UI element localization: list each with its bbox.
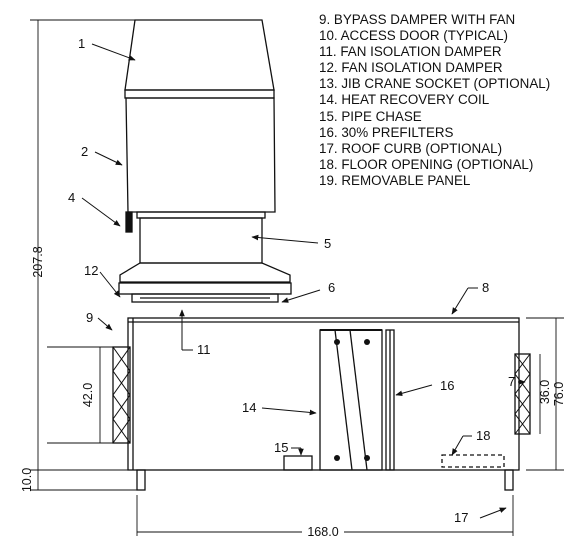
side-bracket bbox=[125, 211, 133, 233]
damper-frame bbox=[118, 282, 292, 295]
callout-17: 17 bbox=[454, 510, 468, 525]
legend-number: 16. bbox=[319, 124, 338, 140]
legend-text: HEAT RECOVERY COIL bbox=[341, 92, 490, 108]
callout-4: 4 bbox=[68, 190, 75, 205]
dim-curb-height: 10.0 bbox=[20, 468, 34, 492]
legend-number: 10. bbox=[319, 28, 338, 44]
callout-9: 9 bbox=[86, 310, 93, 325]
callout-18: 18 bbox=[476, 428, 490, 443]
legend-text: ACCESS DOOR (TYPICAL) bbox=[340, 28, 509, 44]
legend-number: 14. bbox=[319, 92, 338, 108]
stack-collar bbox=[124, 89, 275, 99]
legend-item: 11. FAN ISOLATION DAMPER bbox=[319, 44, 564, 60]
plenum-hood bbox=[119, 262, 291, 283]
left-leg bbox=[136, 469, 146, 491]
heat-recovery-coil bbox=[319, 329, 383, 471]
legend-number: 17. bbox=[319, 140, 338, 156]
legend-text: JIB CRANE SOCKET (OPTIONAL) bbox=[341, 76, 551, 92]
callout-7: 7 bbox=[508, 374, 515, 389]
legend-item: 19. REMOVABLE PANEL bbox=[319, 173, 564, 189]
damper-plate bbox=[131, 293, 279, 303]
dim-cabinet-height: 76.0 bbox=[552, 382, 564, 406]
dim-cabinet-length: 168.0 bbox=[307, 525, 338, 539]
legend-item: 10. ACCESS DOOR (TYPICAL) bbox=[319, 28, 564, 44]
component-legend: 9. BYPASS DAMPER WITH FAN 10. ACCESS DOO… bbox=[319, 12, 564, 217]
fan-base-ring bbox=[136, 211, 266, 219]
callout-6: 6 bbox=[328, 280, 335, 295]
legend-number: 15. bbox=[319, 108, 338, 124]
callout-1: 1 bbox=[78, 36, 85, 51]
callout-11: 11 bbox=[197, 342, 211, 357]
callout-5: 5 bbox=[324, 236, 331, 251]
floor-opening bbox=[441, 454, 505, 468]
pipe-chase bbox=[283, 455, 313, 471]
callout-12: 12 bbox=[84, 263, 98, 278]
legend-item: 18. FLOOR OPENING (OPTIONAL) bbox=[319, 157, 564, 173]
callout-8: 8 bbox=[482, 280, 489, 295]
right-leg bbox=[504, 469, 514, 491]
legend-text: REMOVABLE PANEL bbox=[341, 172, 471, 188]
legend-item: 16. 30% PREFILTERS bbox=[319, 125, 564, 141]
callout-2: 2 bbox=[81, 144, 88, 159]
dim-inlet-height: 42.0 bbox=[81, 383, 95, 407]
outlet-grille bbox=[514, 353, 531, 435]
legend-item: 12. FAN ISOLATION DAMPER bbox=[319, 60, 564, 76]
callout-16: 16 bbox=[440, 378, 454, 393]
fan-motor-section bbox=[139, 217, 263, 264]
fan-housing bbox=[125, 97, 276, 213]
legend-text: 30% PREFILTERS bbox=[341, 124, 454, 140]
legend-number: 13. bbox=[319, 76, 338, 92]
legend-number: 9. bbox=[319, 12, 331, 27]
legend-text: ROOF CURB (OPTIONAL) bbox=[341, 140, 503, 156]
main-cabinet bbox=[127, 317, 520, 471]
legend-number: 12. bbox=[319, 60, 338, 76]
legend-text: PIPE CHASE bbox=[341, 108, 422, 124]
exhaust-stack-top bbox=[124, 19, 275, 91]
legend-text: FAN ISOLATION DAMPER bbox=[340, 44, 502, 60]
legend-text: FLOOR OPENING (OPTIONAL) bbox=[341, 156, 534, 172]
callout-15: 15 bbox=[274, 440, 288, 455]
legend-number: 11. bbox=[319, 44, 337, 60]
legend-number: 18. bbox=[319, 156, 338, 172]
legend-number: 19. bbox=[319, 172, 338, 188]
legend-item: 13. JIB CRANE SOCKET (OPTIONAL) bbox=[319, 76, 564, 92]
dim-outlet-height: 36.0 bbox=[538, 380, 552, 404]
legend-item: 15. PIPE CHASE bbox=[319, 109, 564, 125]
callout-14: 14 bbox=[242, 400, 256, 415]
legend-item: 14. HEAT RECOVERY COIL bbox=[319, 92, 564, 108]
legend-text: BYPASS DAMPER WITH FAN bbox=[333, 12, 516, 27]
legend-item: 9. BYPASS DAMPER WITH FAN bbox=[319, 12, 564, 28]
dim-overall-height: 207.8 bbox=[31, 246, 45, 277]
legend-item: 17. ROOF CURB (OPTIONAL) bbox=[319, 141, 564, 157]
legend-text: FAN ISOLATION DAMPER bbox=[341, 60, 503, 76]
